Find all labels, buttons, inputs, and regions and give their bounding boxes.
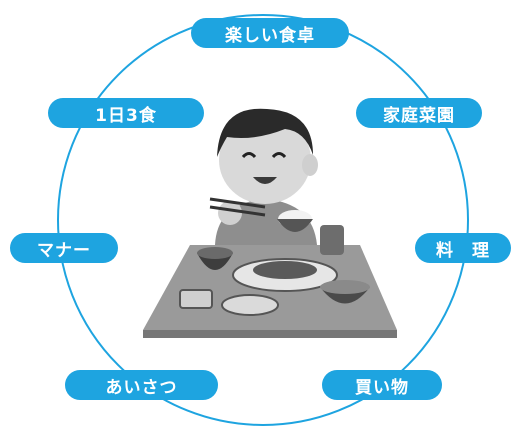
boy-ear-icon (302, 154, 318, 176)
salad-icon (320, 280, 370, 294)
boy-hand-icon (218, 201, 242, 225)
boy-hair-icon (217, 108, 313, 157)
boy-face-icon (219, 116, 311, 204)
table-edge-icon (143, 330, 397, 338)
chopstick-icon (209, 197, 266, 209)
node-pill: マナー (10, 233, 118, 263)
node-pill: 家庭菜園 (356, 98, 482, 128)
node-pill: 料 理 (415, 233, 511, 263)
boy-eye-right-icon (271, 152, 287, 159)
boy-eye-left-icon (241, 152, 257, 159)
node-pill: 1日3食 (48, 98, 204, 128)
soup-icon (197, 247, 233, 259)
side-dish-icon (179, 289, 213, 309)
cycle-ring (57, 14, 469, 426)
node-pill: あいさつ (65, 370, 218, 400)
node-pill: 買い物 (322, 370, 442, 400)
boy-eating-japanese-meal-illustration-icon (143, 108, 397, 338)
teacup-icon (320, 225, 344, 255)
node-pill: 楽しい食卓 (191, 18, 349, 48)
rice-bowl-icon (277, 219, 313, 232)
chopstick-icon (209, 205, 266, 217)
boy-mouth-icon (253, 177, 277, 184)
fish-dish-icon (221, 294, 279, 316)
main-dish-icon (253, 261, 317, 279)
